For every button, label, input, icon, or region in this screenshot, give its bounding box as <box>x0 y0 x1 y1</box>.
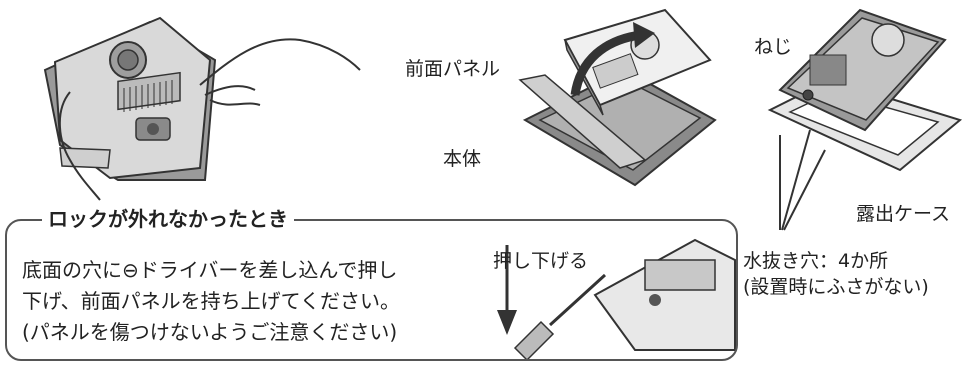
label-main-body: 本体 <box>443 148 482 170</box>
lift-arrow-icon <box>570 30 641 96</box>
note-box <box>5 219 738 361</box>
label-push-down: 押し下げる <box>493 250 589 272</box>
label-drain-note: (設置時にふさがない) <box>743 276 929 298</box>
note-title: ロックが外れなかったとき <box>42 207 294 231</box>
right-hand-icon <box>199 38 361 106</box>
screw-icon <box>802 89 814 101</box>
left-hand-icon <box>58 91 101 201</box>
label-front-panel: 前面パネル <box>405 58 501 80</box>
illustration-surface-case <box>767 8 963 172</box>
note-line-1: 底面の穴に⊖ドライバーを差し込んで押し <box>22 258 398 282</box>
label-drain-holes: 水抜き穴：4か所 <box>743 250 889 272</box>
call-button-icon <box>147 123 159 135</box>
note-line-3: (パネルを傷つけないようご注意ください) <box>22 320 398 344</box>
drain-hole-pointers <box>779 129 826 231</box>
illustration-pull-tab <box>43 16 361 201</box>
screwdriver-icon <box>513 320 555 362</box>
illustration-lift-panel <box>518 8 717 187</box>
note-line-2: 下げ、前面パネルを持ち上げてください。 <box>22 289 400 313</box>
illustration-screwdriver <box>497 238 736 362</box>
down-arrow-icon <box>497 310 517 335</box>
label-surface-case: 露出ケース <box>856 203 951 225</box>
label-screw: ねじ <box>754 36 793 58</box>
